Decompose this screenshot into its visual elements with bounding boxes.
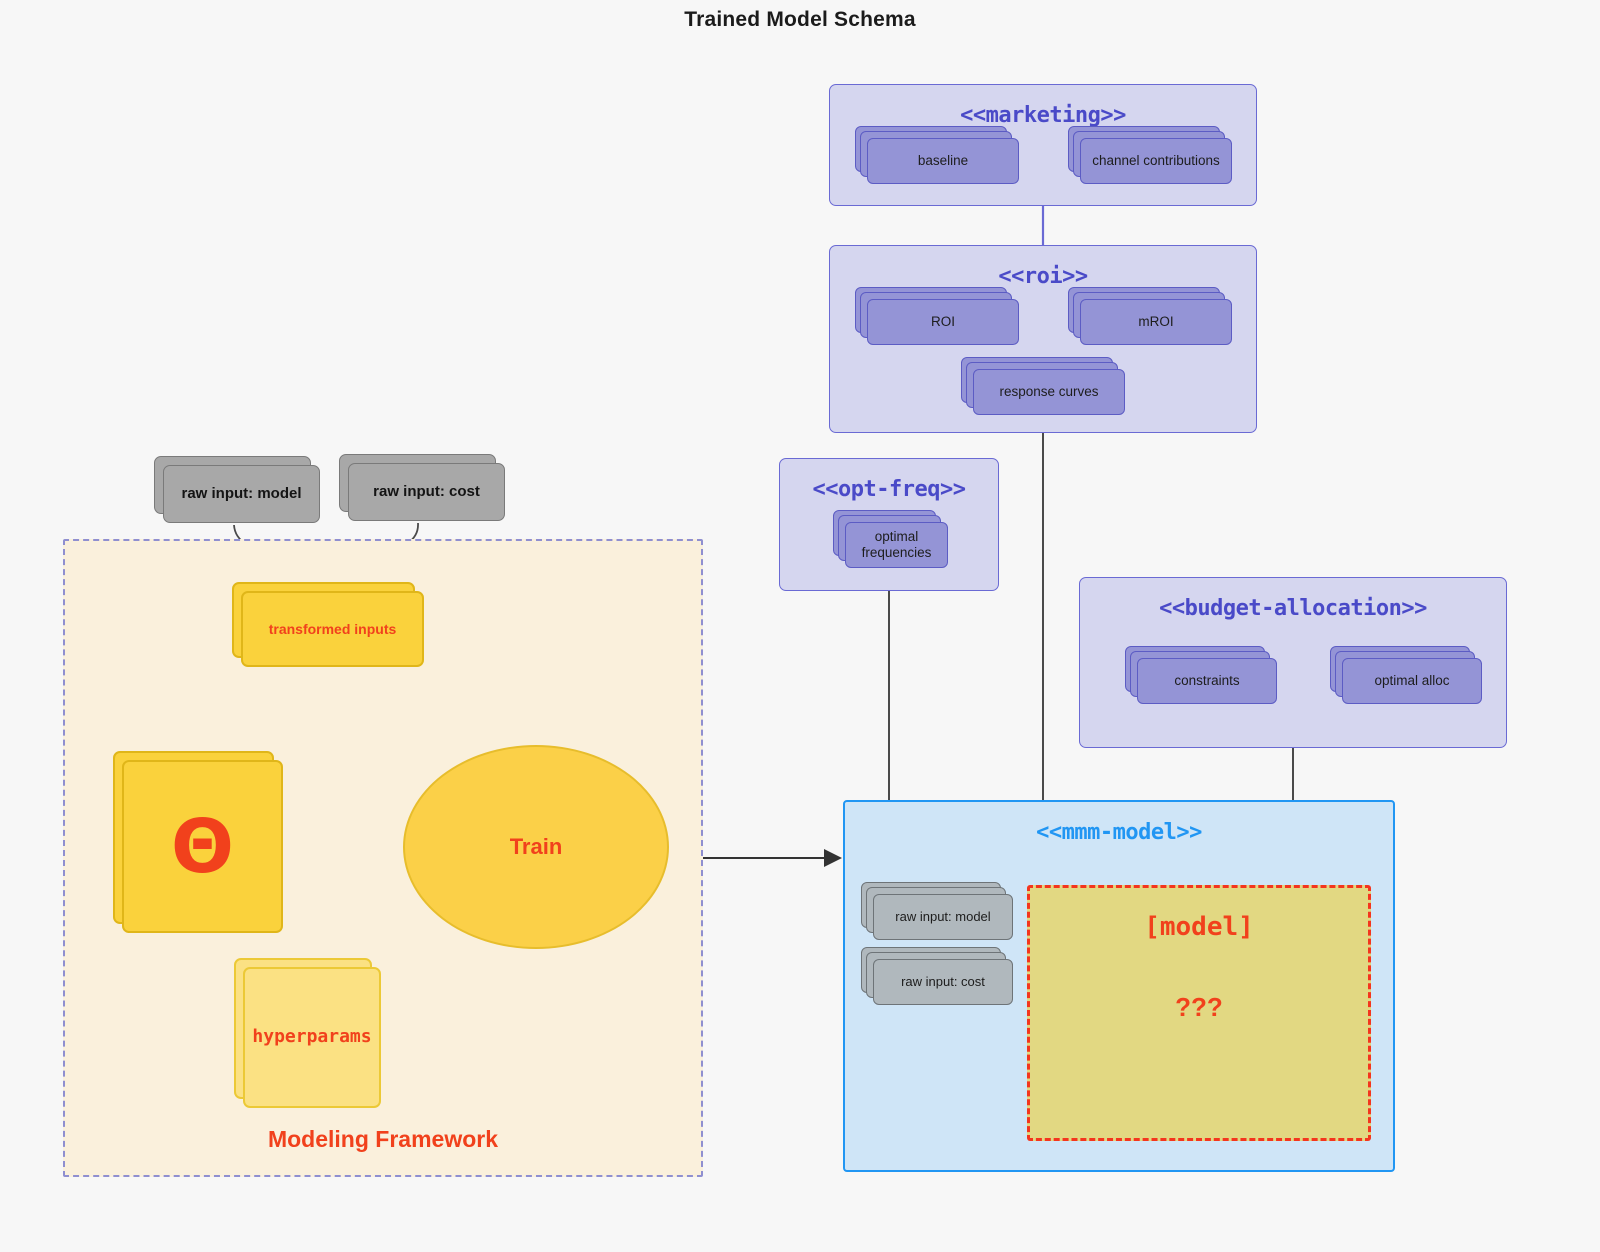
package-budget-allocation[interactable]: <<budget-allocation>> constraints optima… (1079, 577, 1507, 748)
node-optimal-alloc-label: optimal alloc (1342, 658, 1482, 704)
node-mmm-raw-input-model-label: raw input: model (873, 894, 1013, 940)
page-title: Trained Model Schema (684, 8, 916, 31)
node-baseline[interactable]: baseline (855, 126, 1019, 184)
raw-input-cost-label: raw input: cost (348, 463, 505, 521)
node-mmm-raw-input-cost[interactable]: raw input: cost (861, 947, 1013, 1005)
node-mmm-raw-input-cost-label: raw input: cost (873, 959, 1013, 1005)
node-mmm-raw-input-model[interactable]: raw input: model (861, 882, 1013, 940)
train-ellipse[interactable]: Train (403, 745, 669, 949)
package-budget-allocation-title: <<budget-allocation>> (1159, 596, 1427, 621)
package-marketing[interactable]: <<marketing>> baseline channel contribut… (829, 84, 1257, 206)
model-placeholder-title: [model] (1144, 912, 1254, 942)
node-optimal-frequencies-label: optimal frequencies (845, 522, 948, 568)
raw-input-model-card[interactable]: raw input: model (154, 456, 320, 523)
package-mmm-model-title: <<mmm-model>> (1036, 820, 1202, 845)
package-roi-title: <<roi>> (998, 264, 1088, 289)
hyperparams-label: hyperparams (243, 967, 381, 1108)
transformed-inputs-label: transformed inputs (241, 591, 424, 667)
raw-input-cost-card[interactable]: raw input: cost (339, 454, 505, 521)
node-baseline-label: baseline (867, 138, 1019, 184)
node-constraints-label: constraints (1137, 658, 1277, 704)
model-placeholder-slot[interactable]: [model] ??? (1027, 885, 1371, 1141)
node-constraints[interactable]: constraints (1125, 646, 1277, 704)
node-mroi-label: mROI (1080, 299, 1232, 345)
node-optimal-frequencies-line1: optimal (874, 529, 919, 545)
theta-card[interactable]: Θ (113, 751, 283, 933)
package-opt-freq[interactable]: <<opt-freq>> optimal frequencies (779, 458, 999, 591)
node-response-curves-label: response curves (973, 369, 1125, 415)
raw-input-model-label: raw input: model (163, 465, 320, 523)
modeling-framework-label: Modeling Framework (267, 1126, 499, 1152)
node-optimal-frequencies[interactable]: optimal frequencies (833, 510, 948, 568)
node-optimal-frequencies-line2: frequencies (861, 545, 932, 560)
node-optimal-alloc[interactable]: optimal alloc (1330, 646, 1482, 704)
node-response-curves[interactable]: response curves (961, 357, 1125, 415)
package-mmm-model[interactable]: <<mmm-model>> raw input: model raw input… (843, 800, 1395, 1172)
node-mroi[interactable]: mROI (1068, 287, 1232, 345)
package-roi[interactable]: <<roi>> ROI mROI response curves (829, 245, 1257, 433)
node-roi[interactable]: ROI (855, 287, 1019, 345)
transformed-inputs-card[interactable]: transformed inputs (232, 582, 424, 667)
model-placeholder-unknown: ??? (1175, 992, 1223, 1022)
theta-face: Θ (122, 760, 283, 933)
hyperparams-card[interactable]: hyperparams (234, 958, 381, 1108)
theta-symbol: Θ (171, 803, 234, 890)
node-roi-label: ROI (867, 299, 1019, 345)
package-opt-freq-title: <<opt-freq>> (812, 477, 966, 502)
package-marketing-title: <<marketing>> (960, 103, 1126, 128)
node-channel-contributions[interactable]: channel contributions (1068, 126, 1232, 184)
node-channel-contributions-label: channel contributions (1080, 138, 1232, 184)
train-label: Train (509, 834, 563, 859)
